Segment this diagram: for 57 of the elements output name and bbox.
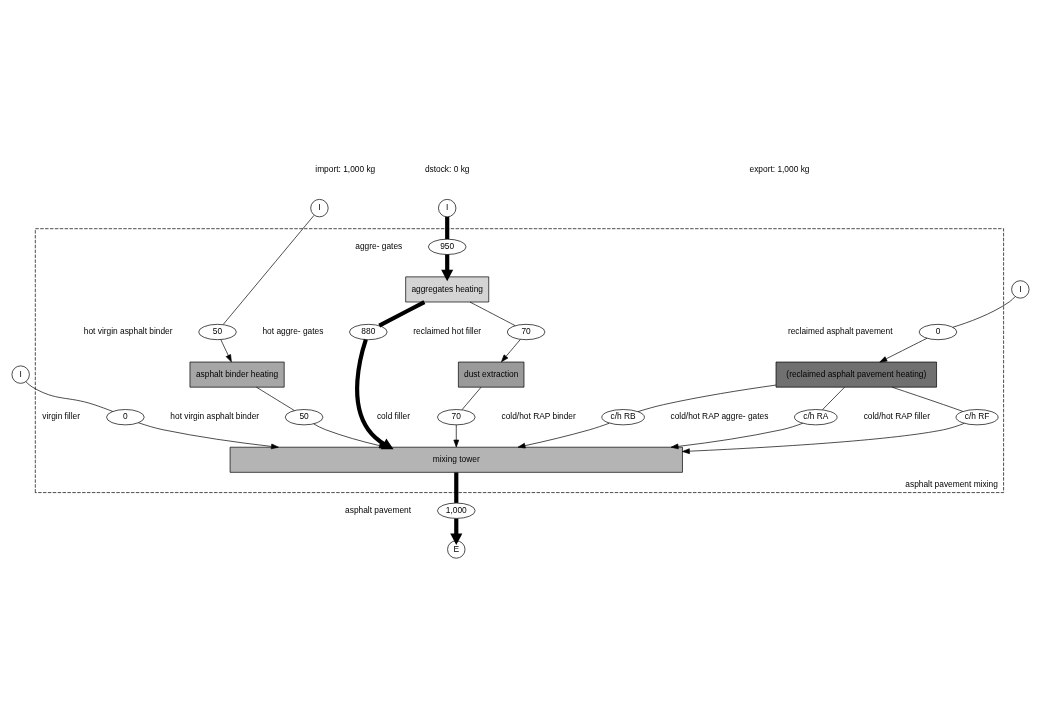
node-ellipse: 70 (506, 324, 546, 341)
connector (378, 300, 426, 328)
arrow (670, 422, 804, 450)
node-label: cold filler (376, 411, 410, 422)
node-label: cold/hot RAP binder (501, 411, 576, 422)
node-circle: I (310, 199, 329, 218)
node-ellipse: 50 (198, 324, 237, 341)
node-ellipse: c/h RF (955, 409, 999, 426)
connector (445, 216, 450, 240)
node-label: hot virgin asphalt binder (83, 326, 173, 337)
arrow (220, 339, 232, 363)
arrow (501, 339, 521, 363)
node-label: reclaimed asphalt pavement (787, 326, 893, 337)
connector (25, 381, 113, 412)
node-label: hot virgin asphalt binder (170, 411, 260, 422)
node-label: virgin filler (42, 411, 80, 422)
arrow (879, 337, 928, 363)
node-label: reclaimed hot filler (413, 326, 482, 337)
connector (461, 386, 482, 411)
arrow (453, 424, 460, 448)
label: import: 1,000 kg (315, 163, 376, 174)
label: export: 1,000 kg (749, 163, 810, 174)
node-circle: I (11, 365, 30, 384)
connector (822, 386, 845, 411)
node-label: aggre- gates (355, 241, 403, 252)
node-ellipse: 50 (284, 409, 324, 426)
node-ellipse: 0 (106, 409, 145, 426)
node-circle: I (1011, 280, 1030, 299)
connector (891, 386, 964, 412)
node-box: aggregates heating (405, 276, 490, 303)
node-circle: I (438, 199, 457, 218)
label: dstock: 0 kg (424, 163, 470, 174)
node-box: asphalt binder heating (189, 361, 285, 388)
node-ellipse: 1,000 (437, 502, 476, 519)
node-circle: E (447, 540, 466, 559)
node-ellipse: 950 (428, 238, 467, 255)
node-label: cold/hot RAP filler (863, 411, 930, 422)
node-ellipse: 70 (437, 409, 476, 426)
connector (256, 386, 295, 411)
node-ellipse: 0 (918, 324, 958, 341)
node-ellipse: 880 (349, 324, 388, 341)
node-label: cold/hot RAP aggre- gates (670, 411, 769, 422)
connector (952, 296, 1016, 328)
connector (454, 472, 459, 503)
connector (469, 301, 516, 326)
node-box: (reclaimed asphalt pavement heating) (775, 361, 937, 388)
node-label: asphalt pavement (345, 504, 412, 515)
arrow (682, 423, 965, 454)
node-ellipse: c/h RA (794, 409, 838, 426)
arrow (138, 422, 279, 450)
node-label: hot aggre- gates (262, 326, 324, 337)
arrow (517, 422, 610, 449)
node-ellipse: c/h RB (601, 409, 645, 426)
node-box: mixing tower (229, 446, 683, 473)
node-box: dust extraction (458, 361, 525, 388)
connector (637, 384, 777, 412)
connector (222, 215, 315, 325)
